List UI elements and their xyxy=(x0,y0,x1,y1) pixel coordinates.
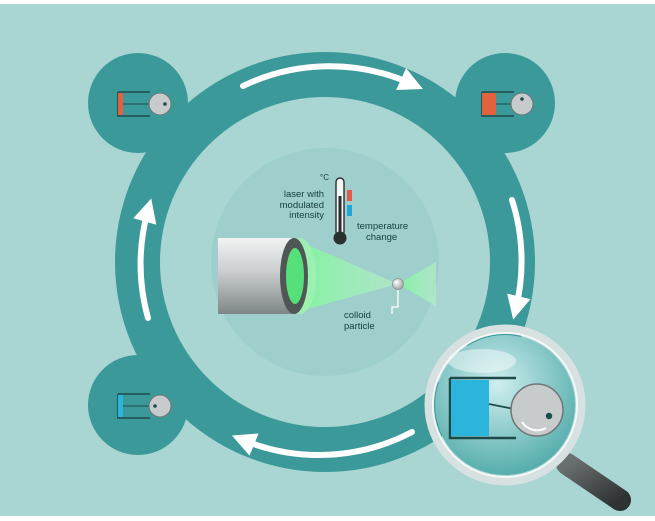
magnifying-glass-icon xyxy=(424,324,631,511)
temperature-label-line2: change xyxy=(366,231,398,243)
laser-label-line1: laser with xyxy=(283,189,324,200)
engine-bottom-left-icon xyxy=(117,393,172,419)
laser-beam-diverging xyxy=(398,262,436,306)
thermometer-icon xyxy=(333,177,352,245)
colloid-label: colloid particle xyxy=(344,310,404,332)
temperature-label-line1: temperature xyxy=(357,221,409,232)
engine-top-left-icon xyxy=(117,91,172,117)
colloid-label-line2: particle xyxy=(344,320,375,332)
colloid-pointer-line xyxy=(391,290,399,314)
colloid-label-line1: colloid xyxy=(344,310,371,321)
temperature-label: temperature change xyxy=(357,221,427,243)
temperature-unit-label: °C xyxy=(320,173,329,182)
colloid-particle-icon xyxy=(392,278,404,290)
top-border xyxy=(0,0,655,4)
engine-top-right-icon xyxy=(481,91,534,117)
laser-label-line2: modulated xyxy=(279,199,324,211)
arrow-right-icon xyxy=(507,197,531,320)
laser-label-line3: intensity xyxy=(289,210,324,221)
arrow-left-icon xyxy=(133,198,157,321)
arrow-top-icon xyxy=(240,63,423,91)
thermometer-cold-bar xyxy=(347,205,352,216)
laser-emitter xyxy=(286,248,304,304)
laser-beam xyxy=(296,240,398,312)
thermometer-hot-bar xyxy=(347,190,352,201)
arrow-bottom-icon xyxy=(231,429,415,458)
zoomed-cold-block xyxy=(451,380,489,436)
corner-disc-top-left xyxy=(88,53,188,153)
laser-label: laser with modulated intensity xyxy=(246,189,324,222)
